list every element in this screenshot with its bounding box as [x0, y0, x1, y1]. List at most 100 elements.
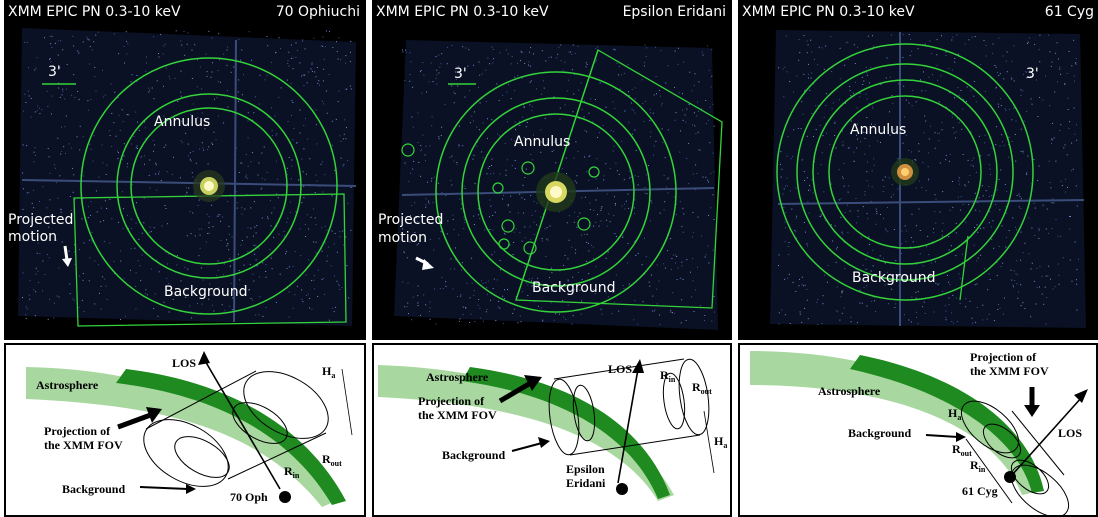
- photon-dot: [433, 249, 435, 251]
- photon-dot: [849, 210, 851, 212]
- photon-dot: [153, 227, 155, 229]
- photon-dot: [841, 291, 843, 293]
- background-label: Background: [164, 284, 248, 300]
- photon-dot: [549, 277, 550, 279]
- photon-dot: [1011, 78, 1013, 80]
- photon-dot: [997, 71, 998, 73]
- photon-dot: [222, 216, 224, 218]
- photon-dot: [597, 187, 598, 189]
- ha-label: Ha: [322, 364, 336, 381]
- photon-dot: [581, 300, 583, 302]
- photon-dot: [444, 104, 446, 106]
- outer-background-circle: [435, 71, 677, 313]
- photon-dot: [476, 145, 478, 147]
- scale-label: 3': [454, 66, 467, 82]
- photon-dot: [180, 91, 182, 93]
- photon-dot: [418, 243, 420, 245]
- photon-dot: [238, 270, 240, 271]
- photon-dot: [428, 203, 430, 205]
- photon-dot: [780, 163, 781, 165]
- photon-dot: [137, 121, 138, 123]
- photon-dot: [1021, 198, 1022, 200]
- photon-dot: [923, 71, 924, 73]
- photon-dot: [1059, 130, 1061, 131]
- photon-dot: [117, 152, 119, 154]
- photon-dot: [1003, 78, 1005, 80]
- photon-dot: [34, 111, 36, 113]
- background-label: Background: [852, 270, 936, 286]
- photon-dot: [192, 151, 194, 152]
- photon-dot: [787, 136, 789, 138]
- photon-dot: [910, 237, 912, 239]
- photon-dot: [866, 213, 868, 215]
- photon-dot: [1008, 156, 1010, 158]
- photon-dot: [988, 154, 990, 156]
- photon-dot: [276, 226, 278, 227]
- photon-dot: [457, 65, 459, 67]
- photon-dot: [51, 95, 53, 97]
- photon-dot: [681, 93, 683, 95]
- photon-dot: [47, 148, 49, 149]
- photon-dot: [698, 149, 700, 151]
- projected-motion-label-2: motion: [8, 229, 58, 245]
- photon-dot: [1024, 308, 1026, 310]
- photon-dot: [529, 104, 531, 106]
- photon-dot: [121, 109, 123, 111]
- photon-dot: [527, 295, 529, 296]
- photon-dot: [350, 51, 351, 53]
- photon-dot: [844, 212, 846, 214]
- photon-dot: [830, 224, 832, 226]
- photon-dot: [1012, 284, 1014, 286]
- photon-dot: [473, 154, 475, 156]
- photon-dot: [856, 147, 858, 149]
- photon-dot: [122, 121, 124, 123]
- photon-dot: [985, 190, 987, 192]
- photon-dot: [589, 209, 591, 210]
- photon-dot: [58, 296, 60, 298]
- photon-dot: [785, 185, 786, 187]
- photon-dot: [145, 70, 147, 72]
- photon-dot: [834, 122, 836, 124]
- photon-dot: [935, 282, 937, 284]
- photon-dot: [682, 119, 684, 121]
- photon-dot: [241, 207, 243, 209]
- photon-dot: [502, 323, 504, 325]
- photon-dot: [189, 152, 191, 154]
- photon-dot: [832, 240, 834, 242]
- photon-dot: [503, 232, 505, 234]
- photon-dot: [211, 304, 213, 306]
- photon-dot: [871, 301, 873, 302]
- photon-dot: [292, 102, 294, 103]
- photon-dot: [478, 208, 480, 210]
- photon-dot: [155, 162, 157, 164]
- photon-dot: [628, 207, 630, 209]
- photon-dot: [265, 264, 267, 266]
- photon-dot: [713, 296, 715, 298]
- photon-dot: [503, 194, 505, 196]
- photon-dot: [123, 278, 125, 280]
- photon-dot: [154, 293, 156, 295]
- photon-dot: [530, 259, 532, 261]
- photon-dot: [1057, 235, 1059, 237]
- photon-dot: [307, 293, 309, 295]
- photon-dot: [692, 236, 693, 238]
- photon-dot: [825, 220, 826, 222]
- photon-dot: [505, 169, 507, 171]
- photon-dot: [487, 137, 488, 139]
- photon-dot: [333, 243, 335, 245]
- photon-dot: [450, 180, 452, 181]
- photon-dot: [595, 266, 597, 268]
- photon-dot: [53, 317, 55, 319]
- photon-dot: [71, 94, 73, 96]
- photon-dot: [647, 178, 649, 180]
- photon-dot: [94, 260, 96, 262]
- photon-dot: [675, 254, 677, 256]
- photon-dot: [664, 157, 666, 159]
- photon-dot: [705, 176, 707, 178]
- photon-dot: [945, 310, 947, 312]
- photon-dot: [782, 193, 784, 195]
- photon-dot: [627, 64, 629, 66]
- photon-dot: [270, 257, 272, 259]
- photon-dot: [133, 135, 135, 137]
- photon-dot: [144, 127, 146, 129]
